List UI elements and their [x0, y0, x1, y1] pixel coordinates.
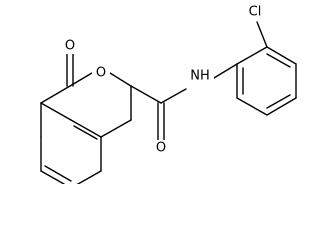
bond-ar-1-2 [236, 46, 268, 65]
bonds-group [40, 21, 297, 184]
bond-c1-c8a [40, 85, 71, 104]
bond-ringO-c3 [109, 72, 132, 87]
bond-ar-2-3 [266, 46, 297, 65]
bond-n-aryl [213, 63, 238, 79]
bond-c4-c4a [100, 119, 132, 138]
atom-amide-n: NH [190, 69, 210, 84]
bond-c6-c7 [76, 170, 102, 184]
bond-c7-c8-inner [44, 165, 72, 182]
bond-ar-5-6 [236, 97, 268, 116]
bond-c7-c8 [40, 170, 66, 184]
atom-ring-o: O [96, 66, 106, 81]
bond-ar-cl [256, 21, 268, 48]
label-bg-chloro [244, 3, 266, 21]
bond-ar-2-3-inner [266, 53, 291, 68]
label-bg-carbonyl-o1 [61, 38, 79, 54]
bond-c3-camide [130, 85, 162, 104]
label-bg-ring-o [92, 63, 110, 81]
atom-amide-o: O [156, 141, 166, 156]
atom-labels-group: O O NH Cl O [61, 3, 266, 156]
bond-camide-n [160, 88, 187, 104]
bond-ar-4-5 [266, 97, 297, 116]
bond-c8a-c4a [40, 102, 72, 121]
label-bg-amide-o [153, 140, 171, 156]
bond-c4a-c5-inner [73, 125, 98, 140]
atom-carbonyl-o1: O [65, 39, 75, 54]
bond-ar-4-5-inner [266, 94, 291, 109]
bond-c1-ringO [69, 72, 93, 87]
molecule-structure-diagram: O O NH Cl O [40, 3, 297, 184]
label-bg-amide-n [186, 66, 214, 84]
atom-chloro: Cl [249, 5, 262, 20]
bond-c4a-c5 [70, 119, 102, 138]
